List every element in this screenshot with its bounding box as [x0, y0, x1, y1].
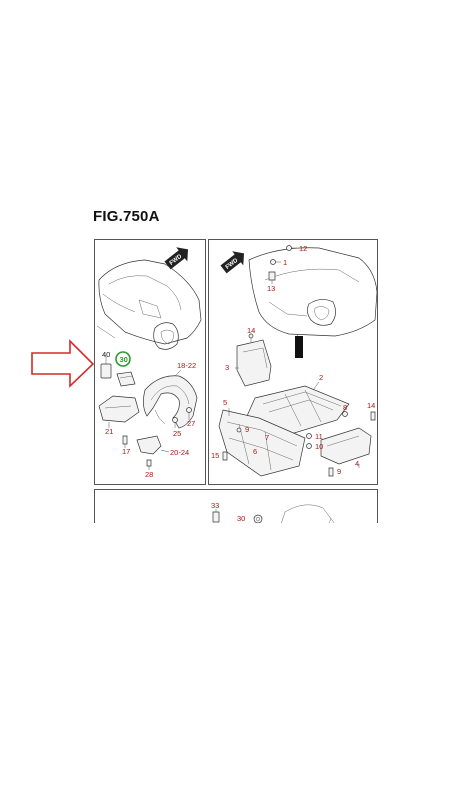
diagram-panel-bottom: 33 30 [94, 489, 378, 523]
fastener-14-right [370, 411, 376, 421]
part-21-bracket [98, 395, 140, 428]
callout-2: 2 [319, 373, 323, 382]
fastener-15 [222, 451, 228, 461]
fastener-1 [270, 259, 281, 265]
part-3-side-cover [235, 333, 272, 387]
callout-9: 9 [245, 425, 249, 434]
callout-14-right: 14 [367, 401, 375, 410]
fwd-arrow-icon: FWD [220, 251, 245, 274]
callout-4: 4 [355, 459, 359, 468]
car-front-drawing [248, 247, 377, 359]
panel-detail-drawing [329, 517, 332, 523]
fastener-33 [212, 509, 220, 523]
fwd-arrow-icon: FWD [164, 247, 189, 270]
fastener-27 [186, 407, 192, 420]
fastener-9 [236, 427, 242, 433]
fastener-8 [342, 411, 348, 417]
callout-18-22: 18-22 [177, 361, 196, 370]
part-20-24-bracket [136, 435, 170, 455]
callout-25: 25 [173, 429, 181, 438]
callout-17: 17 [122, 447, 130, 456]
callout-30: 30 [120, 355, 128, 364]
callout-10: 10 [315, 442, 323, 451]
fastener-12 [286, 245, 297, 251]
callout-28: 28 [145, 470, 153, 479]
callout-33: 33 [211, 501, 219, 510]
fastener-28 [146, 459, 152, 470]
callout-12: 12 [299, 244, 307, 253]
part-30-clip [116, 371, 136, 387]
callout-40: 40 [102, 350, 110, 359]
callout-3: 3 [225, 363, 229, 372]
callout-27: 27 [187, 419, 195, 428]
highlight-ring-30 [115, 351, 131, 367]
diagram-panel-right: FWD [208, 239, 378, 485]
figure-title: FIG.750A [93, 208, 160, 225]
fastener-10 [306, 443, 312, 449]
part-2-undercover [246, 381, 350, 435]
part-5-frame [218, 408, 306, 477]
car-outline-drawing [96, 259, 202, 350]
part-40-clip [100, 356, 112, 379]
panel-outline-drawing [281, 504, 335, 523]
callout-8: 8 [343, 403, 347, 412]
fastener-17 [122, 435, 128, 448]
callout-20-24: 20-24 [170, 448, 189, 457]
callout-6: 6 [253, 447, 257, 456]
fastener-11 [306, 433, 312, 439]
callout-30-bottom: 30 [237, 514, 245, 523]
fastener-13 [268, 271, 276, 284]
fastener-9-lower [328, 467, 334, 477]
callout-13: 13 [267, 284, 275, 293]
callout-14: 14 [247, 326, 255, 335]
callout-7: 7 [265, 433, 269, 442]
part-30-ring [253, 514, 263, 523]
callout-9-lower: 9 [337, 467, 341, 476]
callout-21: 21 [105, 427, 113, 436]
fastener-25 [172, 417, 178, 428]
part-4-side-cover [320, 427, 372, 468]
callout-1: 1 [283, 258, 287, 267]
callout-11: 11 [315, 432, 323, 441]
callout-5: 5 [223, 398, 227, 407]
diagram-panel-left: FWD [94, 239, 206, 485]
callout-15: 15 [211, 451, 219, 460]
